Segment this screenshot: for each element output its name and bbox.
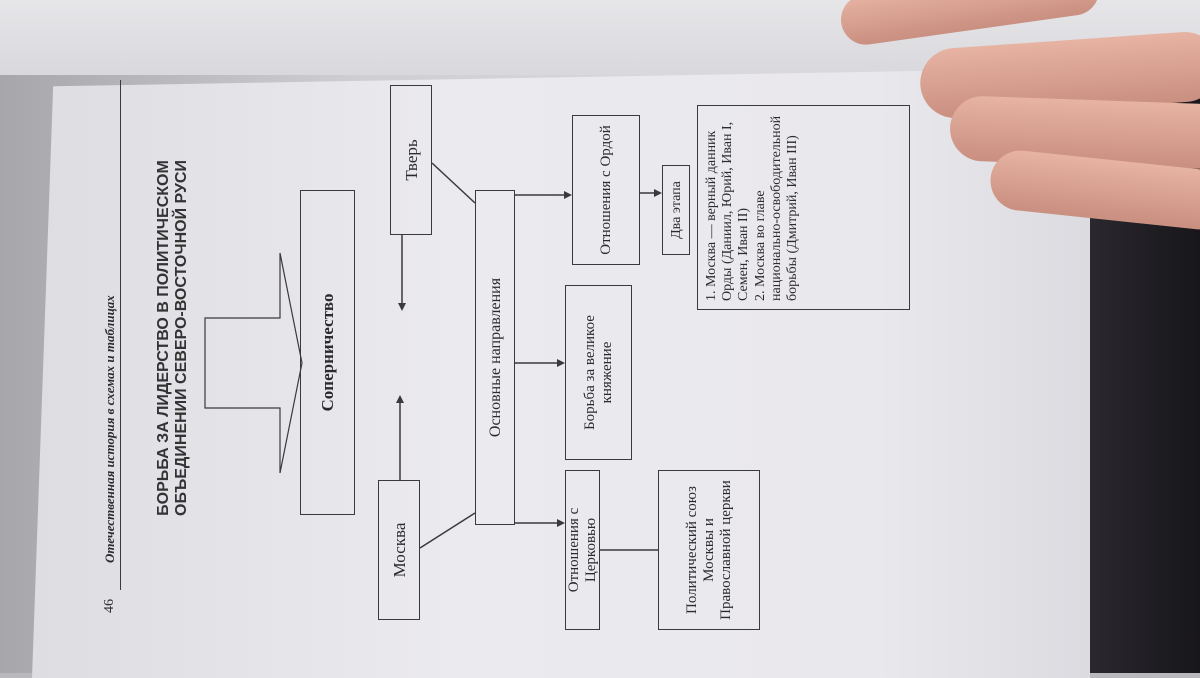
main-directions-box: Основные направления	[475, 190, 515, 525]
line-moscow-directions	[419, 512, 476, 549]
stage-item: 2. Москва во главе национально-освободит…	[753, 115, 800, 301]
grand-principality-box: Борьба за великое княжение	[565, 285, 632, 460]
line-tver-directions	[431, 162, 476, 204]
church-relations-box: Отношения с Церковью	[565, 470, 600, 630]
big-arrow	[204, 252, 303, 474]
book-page	[32, 68, 1090, 678]
connectors	[204, 162, 662, 551]
political-union-box: Политический союз Москвы и Православной …	[658, 470, 760, 630]
tver-box: Тверь	[390, 85, 432, 235]
rotated-page-content: 46 Отечественная история в схемах и табл…	[40, 53, 1040, 673]
horde-relations-box: Отношения с Ордой	[572, 115, 640, 265]
rivalry-box: Соперничество	[300, 190, 355, 515]
stage-item: 1. Москва — верный данник Орды (Даниил, …	[704, 121, 751, 301]
moscow-box: Москва	[378, 480, 420, 620]
stages-box: 1. Москва — верный данник Орды (Даниил, …	[697, 105, 910, 310]
two-stages-box: Два этапа	[662, 165, 690, 255]
